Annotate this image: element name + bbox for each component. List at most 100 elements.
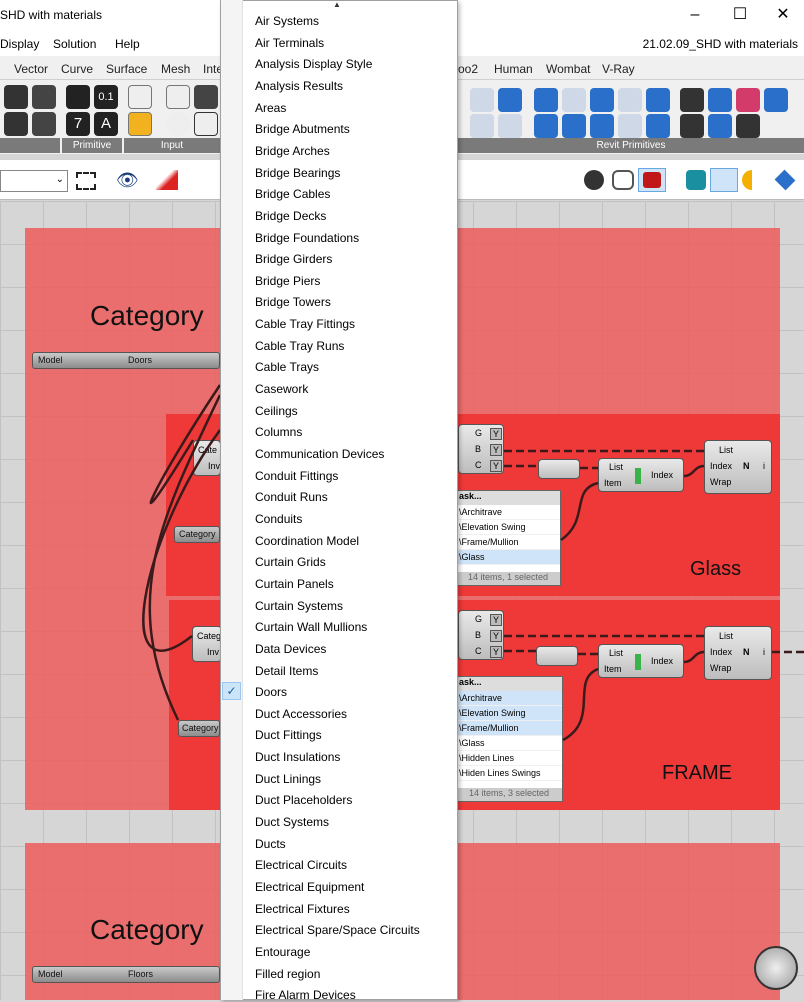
revit-cube-icon[interactable] xyxy=(590,88,614,112)
dropdown-item[interactable]: Duct Placeholders xyxy=(255,793,353,808)
relay-node[interactable] xyxy=(536,646,578,666)
dropdown-item[interactable]: Air Terminals xyxy=(255,35,325,50)
preview-wire-icon[interactable] xyxy=(584,170,604,190)
tab-curve[interactable]: Curve xyxy=(61,62,94,76)
sketch-icon[interactable] xyxy=(156,170,178,190)
dropdown-item[interactable]: Duct Fittings xyxy=(255,728,322,743)
import-icon[interactable] xyxy=(128,85,152,109)
dropdown-item[interactable]: Ceilings xyxy=(255,403,298,418)
revit-arch-icon[interactable] xyxy=(646,114,670,138)
dropdown-item[interactable]: Columns xyxy=(255,425,303,440)
revit-cube-icon[interactable] xyxy=(590,114,614,138)
revit-layers-icon[interactable] xyxy=(498,88,522,112)
slider-icon[interactable] xyxy=(194,85,218,109)
list-index-node[interactable]: List Index Wrap N i xyxy=(704,626,772,680)
list-item-selected[interactable]: \Glass xyxy=(456,550,560,565)
dropdown-item[interactable]: Curtain Systems xyxy=(255,598,344,613)
revit-material-icon[interactable] xyxy=(736,88,760,112)
list-item[interactable]: \Frame/Mullion xyxy=(456,535,560,550)
subcategory-node[interactable]: G B C Y Y Y xyxy=(458,610,504,660)
tab-vector[interactable]: Vector xyxy=(14,62,49,76)
dropdown-item[interactable]: Curtain Wall Mullions xyxy=(255,620,368,635)
ribbon-group-revit[interactable]: Revit Primitives xyxy=(458,138,804,153)
dropdown-item[interactable]: Electrical Fixtures xyxy=(255,901,350,916)
tab-plugin[interactable]: oo2 xyxy=(458,62,479,76)
dropdown-item[interactable]: Filled region xyxy=(255,966,321,981)
preview-selected-icon[interactable] xyxy=(638,168,666,192)
y-toggle[interactable]: Y xyxy=(490,646,503,658)
dropdown-item[interactable]: Entourage xyxy=(255,944,311,959)
menu-help[interactable]: Help xyxy=(115,37,140,51)
dropdown-item[interactable]: Duct Accessories xyxy=(255,706,348,721)
dropdown-item[interactable]: Electrical Equipment xyxy=(255,880,365,894)
dropdown-item[interactable]: Detail Items xyxy=(255,663,319,678)
canvas-navigation-widget[interactable] xyxy=(754,946,798,990)
eye-icon[interactable]: 👁 xyxy=(116,170,139,190)
dropdown-item[interactable]: Electrical Spare/Space Circuits xyxy=(255,923,420,938)
dropdown-item[interactable]: Bridge Towers xyxy=(255,295,331,310)
relay-node[interactable] xyxy=(538,459,580,479)
dropdown-item[interactable]: Ducts xyxy=(255,836,286,851)
tab-wombat[interactable]: Wombat xyxy=(546,62,591,76)
text-param-icon[interactable]: A xyxy=(94,112,118,136)
subcategory-node[interactable]: G B C Y Y Y xyxy=(458,424,504,474)
dropdown-item[interactable]: Cable Tray Fittings xyxy=(255,317,356,332)
color-icon[interactable] xyxy=(742,170,762,190)
list-item[interactable]: \Architrave xyxy=(456,505,560,520)
dropdown-item[interactable]: Bridge Abutments xyxy=(255,122,350,137)
dropdown-item[interactable]: Electrical Circuits xyxy=(255,858,348,873)
dropdown-item[interactable]: Doors xyxy=(255,685,288,700)
dropdown-item[interactable]: Curtain Panels xyxy=(255,576,334,591)
list-index-node[interactable]: List Index Wrap N i xyxy=(704,440,772,494)
menu-solution[interactable]: Solution xyxy=(53,37,97,51)
revit-cube-icon[interactable] xyxy=(470,114,494,138)
dropdown-item[interactable]: Fire Alarm Devices xyxy=(255,988,356,1002)
dropdown-item[interactable]: Areas xyxy=(255,100,287,115)
menu-display[interactable]: Display xyxy=(0,37,40,51)
toggle-icon[interactable] xyxy=(166,85,190,109)
list-item-selected[interactable]: \Elevation Swing xyxy=(456,706,562,721)
revit-cube-icon[interactable] xyxy=(646,88,670,112)
zoom-combobox[interactable]: ⌄ xyxy=(0,170,68,192)
circle-param-icon[interactable] xyxy=(66,85,90,109)
y-toggle[interactable]: Y xyxy=(490,630,503,642)
list-item[interactable]: \Hiden Lines Swings xyxy=(456,766,562,781)
dropdown-item[interactable]: Bridge Girders xyxy=(255,252,333,267)
dropdown-item[interactable]: Conduits xyxy=(255,511,303,526)
dropdown-item[interactable]: Bridge Bearings xyxy=(255,165,341,180)
dropdown-item[interactable]: Communication Devices xyxy=(255,447,385,461)
dropdown-item[interactable]: Cable Trays xyxy=(255,360,320,375)
y-toggle[interactable]: Y xyxy=(490,614,503,626)
revit-stripes-icon[interactable] xyxy=(708,88,732,112)
revit-grid-icon[interactable] xyxy=(708,114,732,138)
revit-wire-cube-icon[interactable] xyxy=(562,88,586,112)
tab-human[interactable]: Human xyxy=(494,62,533,76)
close-button[interactable]: ✕ xyxy=(776,6,790,23)
dropdown-item[interactable]: Duct Linings xyxy=(255,771,322,786)
zoom-extents-icon[interactable] xyxy=(76,172,96,190)
button-icon[interactable] xyxy=(166,112,190,136)
model-category-picker[interactable]: Model Floors xyxy=(32,966,220,983)
material-selected-icon[interactable] xyxy=(710,168,738,192)
dropdown-item[interactable]: Bridge Foundations xyxy=(255,230,360,245)
filter-category-node[interactable]: Categ Inv xyxy=(192,626,222,662)
maximize-button[interactable]: ☐ xyxy=(732,6,748,23)
dropdown-item[interactable]: Coordination Model xyxy=(255,533,360,548)
filter-category-node[interactable]: Cate Inv xyxy=(193,440,221,476)
dropdown-item[interactable]: Bridge Decks xyxy=(255,208,327,223)
ribbon-group-geometry[interactable] xyxy=(0,138,60,153)
cube-icon[interactable] xyxy=(32,112,56,136)
list-item[interactable]: \Glass xyxy=(456,736,562,751)
revit-wire-cube-icon[interactable] xyxy=(618,114,642,138)
ribbon-group-primitive[interactable]: Primitive xyxy=(62,138,122,153)
mesh-hex-icon[interactable] xyxy=(32,85,56,109)
revit-cube-icon[interactable] xyxy=(470,88,494,112)
revit-dots-icon[interactable] xyxy=(498,114,522,138)
model-category-picker[interactable]: Model Doors xyxy=(32,352,220,369)
minimize-button[interactable]: – xyxy=(690,6,700,23)
dropdown-item[interactable]: Analysis Results xyxy=(255,78,344,93)
revit-ring-icon[interactable] xyxy=(764,88,788,112)
y-toggle[interactable]: Y xyxy=(490,428,503,440)
dropdown-item[interactable]: Duct Insulations xyxy=(255,750,341,765)
revit-t-icon[interactable] xyxy=(736,114,760,138)
